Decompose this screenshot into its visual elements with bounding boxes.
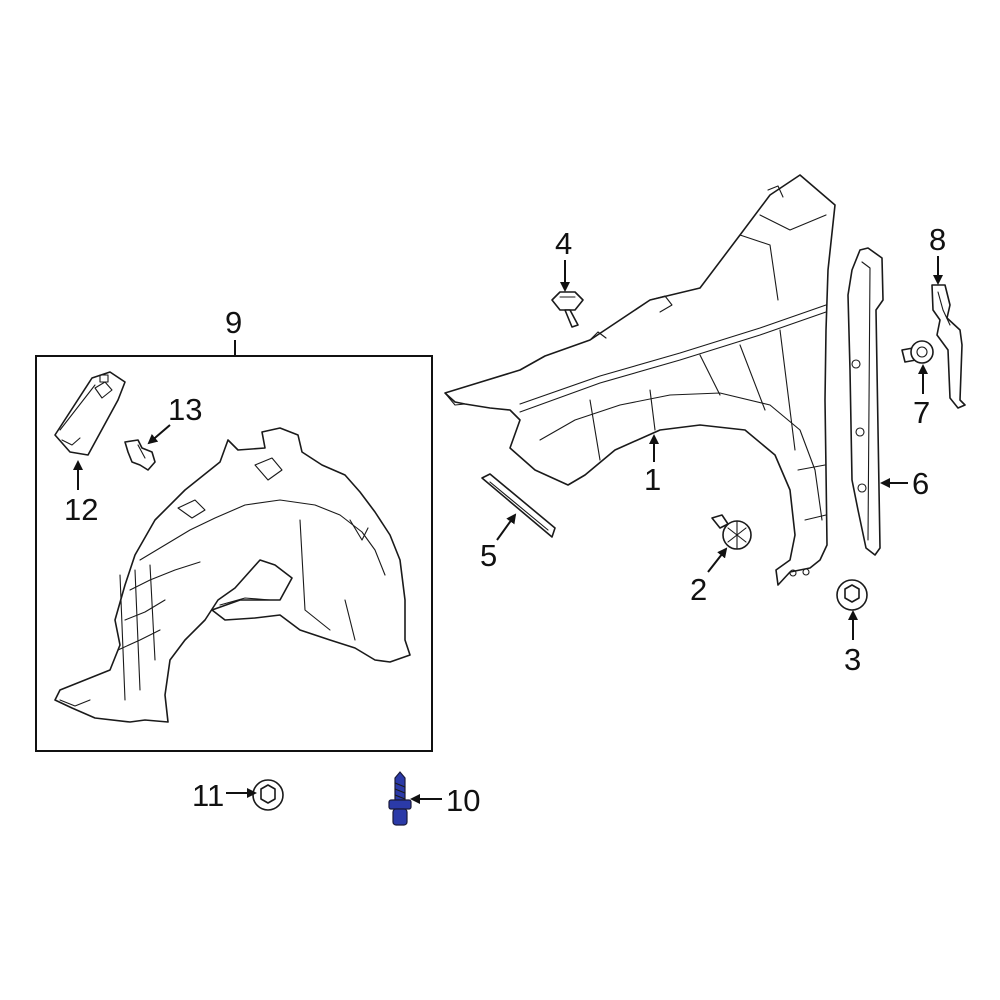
leader-2 — [707, 547, 728, 573]
callout-10: 10 — [446, 783, 480, 818]
callout-7: 7 — [913, 395, 930, 430]
callout-4: 4 — [555, 226, 572, 261]
callout-1: 1 — [644, 462, 661, 497]
clip-part-13[interactable] — [124, 439, 156, 471]
leader-13 — [147, 424, 171, 445]
callout-11: 11 — [192, 778, 224, 813]
nut-part-3[interactable] — [836, 579, 868, 611]
bracket-part-6[interactable] — [847, 247, 884, 556]
callout-3: 3 — [844, 642, 861, 677]
callout-2: 2 — [690, 572, 707, 607]
push-clip-part-2[interactable] — [711, 514, 752, 550]
callout-13: 13 — [168, 392, 202, 427]
callout-6: 6 — [912, 466, 929, 501]
bolt-part-4[interactable] — [551, 291, 584, 328]
clip-part-7[interactable] — [901, 340, 934, 364]
callout-8: 8 — [929, 222, 946, 257]
bolt-part-10-highlighted[interactable] — [388, 771, 412, 826]
seal-part-8[interactable] — [931, 284, 966, 409]
callout-labels: 1 2 3 4 5 6 7 8 9 10 11 12 13 — [64, 222, 946, 818]
callout-5: 5 — [480, 538, 497, 573]
leader-5 — [496, 513, 517, 541]
seal-part-5[interactable] — [481, 473, 556, 538]
fender-part[interactable] — [444, 174, 836, 586]
fender-liner-part[interactable] — [54, 427, 411, 723]
leader-arrows — [73, 256, 943, 804]
callout-12: 12 — [64, 492, 98, 527]
nut-part-11[interactable] — [252, 779, 284, 811]
callout-9: 9 — [225, 305, 242, 340]
bracket-part-12[interactable] — [54, 371, 126, 456]
